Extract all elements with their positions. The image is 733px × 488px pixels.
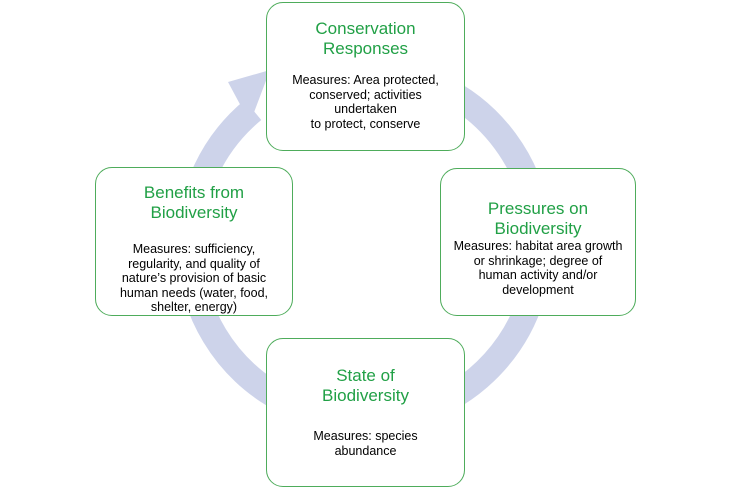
benefits-from-biodiversity-title: Benefits from Biodiversity	[143, 183, 245, 222]
pressures-on-biodiversity-measures: Measures: habitat area growth or shrinka…	[453, 239, 623, 297]
conservation-responses-box: Conservation Responses Measures: Area pr…	[266, 2, 465, 151]
conservation-responses-measures: Measures: Area protected, conserved; act…	[292, 73, 439, 131]
pressures-on-biodiversity-box: Pressures on Biodiversity Measures: habi…	[440, 168, 636, 316]
conservation-responses-title: Conservation Responses	[315, 19, 416, 58]
state-of-biodiversity-measures: Measures: species abundance	[313, 429, 418, 458]
state-of-biodiversity-title: State of Biodiversity	[322, 366, 409, 405]
benefits-from-biodiversity-box: Benefits from Biodiversity Measures: suf…	[95, 167, 293, 316]
pressures-on-biodiversity-title: Pressures on Biodiversity	[487, 199, 589, 238]
state-of-biodiversity-box: State of Biodiversity Measures: species …	[266, 338, 465, 487]
cycle-arrowhead	[228, 70, 270, 123]
benefits-from-biodiversity-measures: Measures: sufficiency, regularity, and q…	[119, 242, 268, 314]
